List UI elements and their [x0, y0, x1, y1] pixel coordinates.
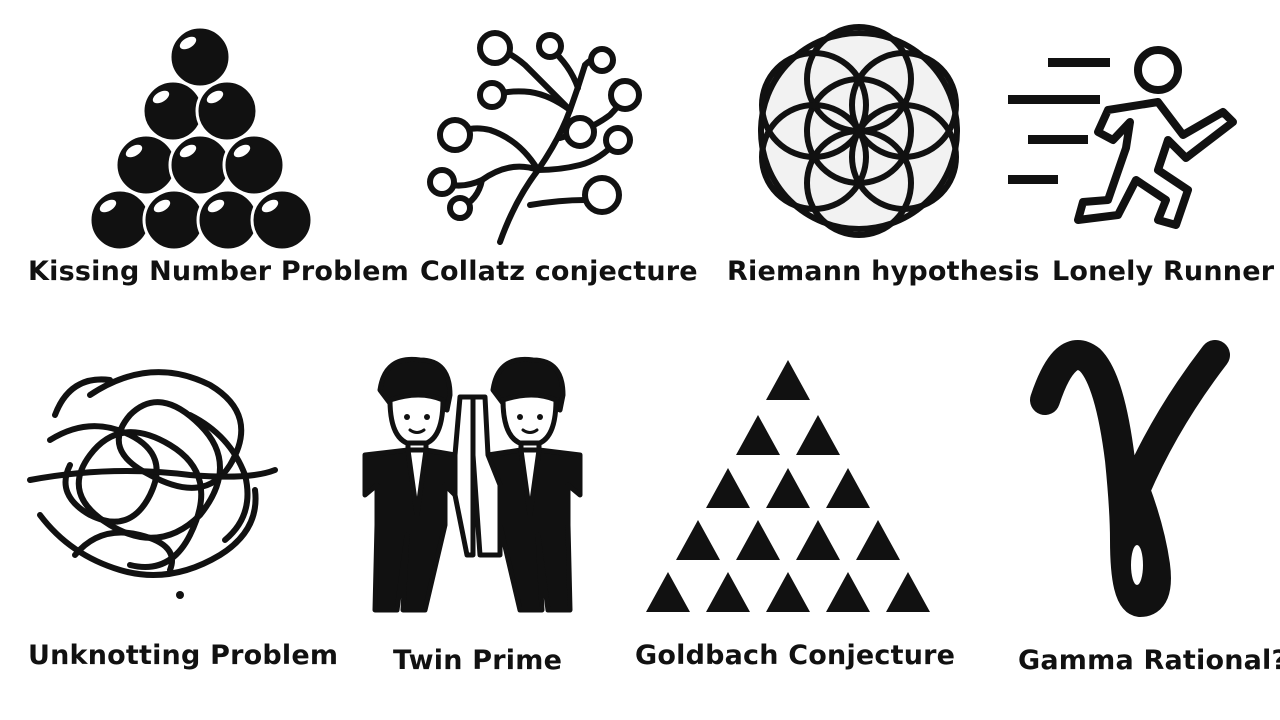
caption-lonely-runner: Lonely Runner [1052, 256, 1275, 287]
caption-riemann: Riemann hypothesis [727, 256, 1040, 287]
caption-collatz: Collatz conjecture [420, 256, 698, 287]
sphere-pyramid-icon [88, 25, 314, 252]
caption-twin-prime: Twin Prime [393, 645, 563, 676]
flower-of-life-icon [758, 24, 960, 238]
tile-twin-prime [355, 355, 590, 615]
caption-kissing-number: Kissing Number Problem [28, 256, 409, 287]
tile-riemann [752, 20, 967, 242]
tile-collatz [420, 20, 650, 250]
branching-tree-icon [427, 30, 642, 245]
tile-lonely-runner [1008, 40, 1243, 235]
twin-people-icon [362, 356, 583, 613]
caption-unknotting: Unknotting Problem [28, 640, 339, 671]
caption-goldbach: Goldbach Conjecture [635, 640, 956, 671]
caption-gamma: Gamma Rational? [1018, 645, 1280, 676]
tangled-knot-icon [27, 369, 278, 599]
triangle-pyramid-icon [646, 360, 930, 612]
tile-goldbach [640, 360, 935, 615]
tile-unknotting [27, 355, 278, 600]
tile-kissing-number [80, 15, 320, 255]
gamma-symbol-icon [1030, 340, 1230, 617]
tile-gamma [1025, 340, 1240, 617]
running-person-icon [1008, 46, 1237, 229]
